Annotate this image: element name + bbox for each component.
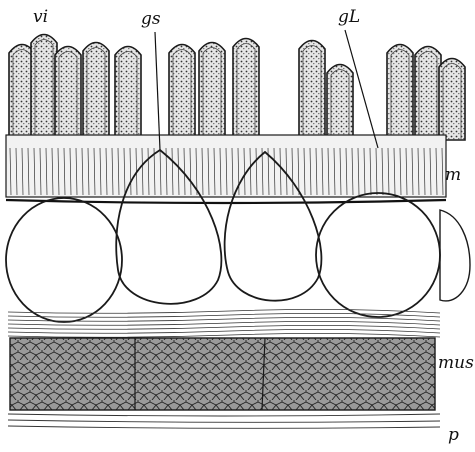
gs-leader-line bbox=[155, 32, 160, 150]
epithelium-band bbox=[6, 135, 446, 197]
submucosa-fiber bbox=[8, 325, 440, 329]
muscle-layer bbox=[10, 338, 435, 410]
muscularis-mucosae bbox=[6, 200, 446, 203]
nodule-right bbox=[316, 193, 440, 317]
connective-tissue bbox=[8, 309, 440, 337]
muscle-band bbox=[10, 338, 435, 410]
label-p: p bbox=[448, 425, 459, 445]
label-vi: vi bbox=[33, 7, 48, 27]
nodule-far-right bbox=[440, 210, 470, 301]
nodule-left bbox=[6, 198, 122, 322]
submucosa-fiber bbox=[8, 333, 440, 337]
label-mus: mus bbox=[438, 353, 474, 373]
label-gs: gs bbox=[141, 9, 161, 29]
label-gl: gL bbox=[338, 7, 360, 27]
label-m: m bbox=[445, 165, 461, 185]
peritoneum-layer bbox=[8, 414, 440, 428]
submucosa-fiber bbox=[8, 329, 440, 333]
submucosa-fiber bbox=[8, 309, 440, 313]
villi-layer bbox=[9, 35, 465, 141]
